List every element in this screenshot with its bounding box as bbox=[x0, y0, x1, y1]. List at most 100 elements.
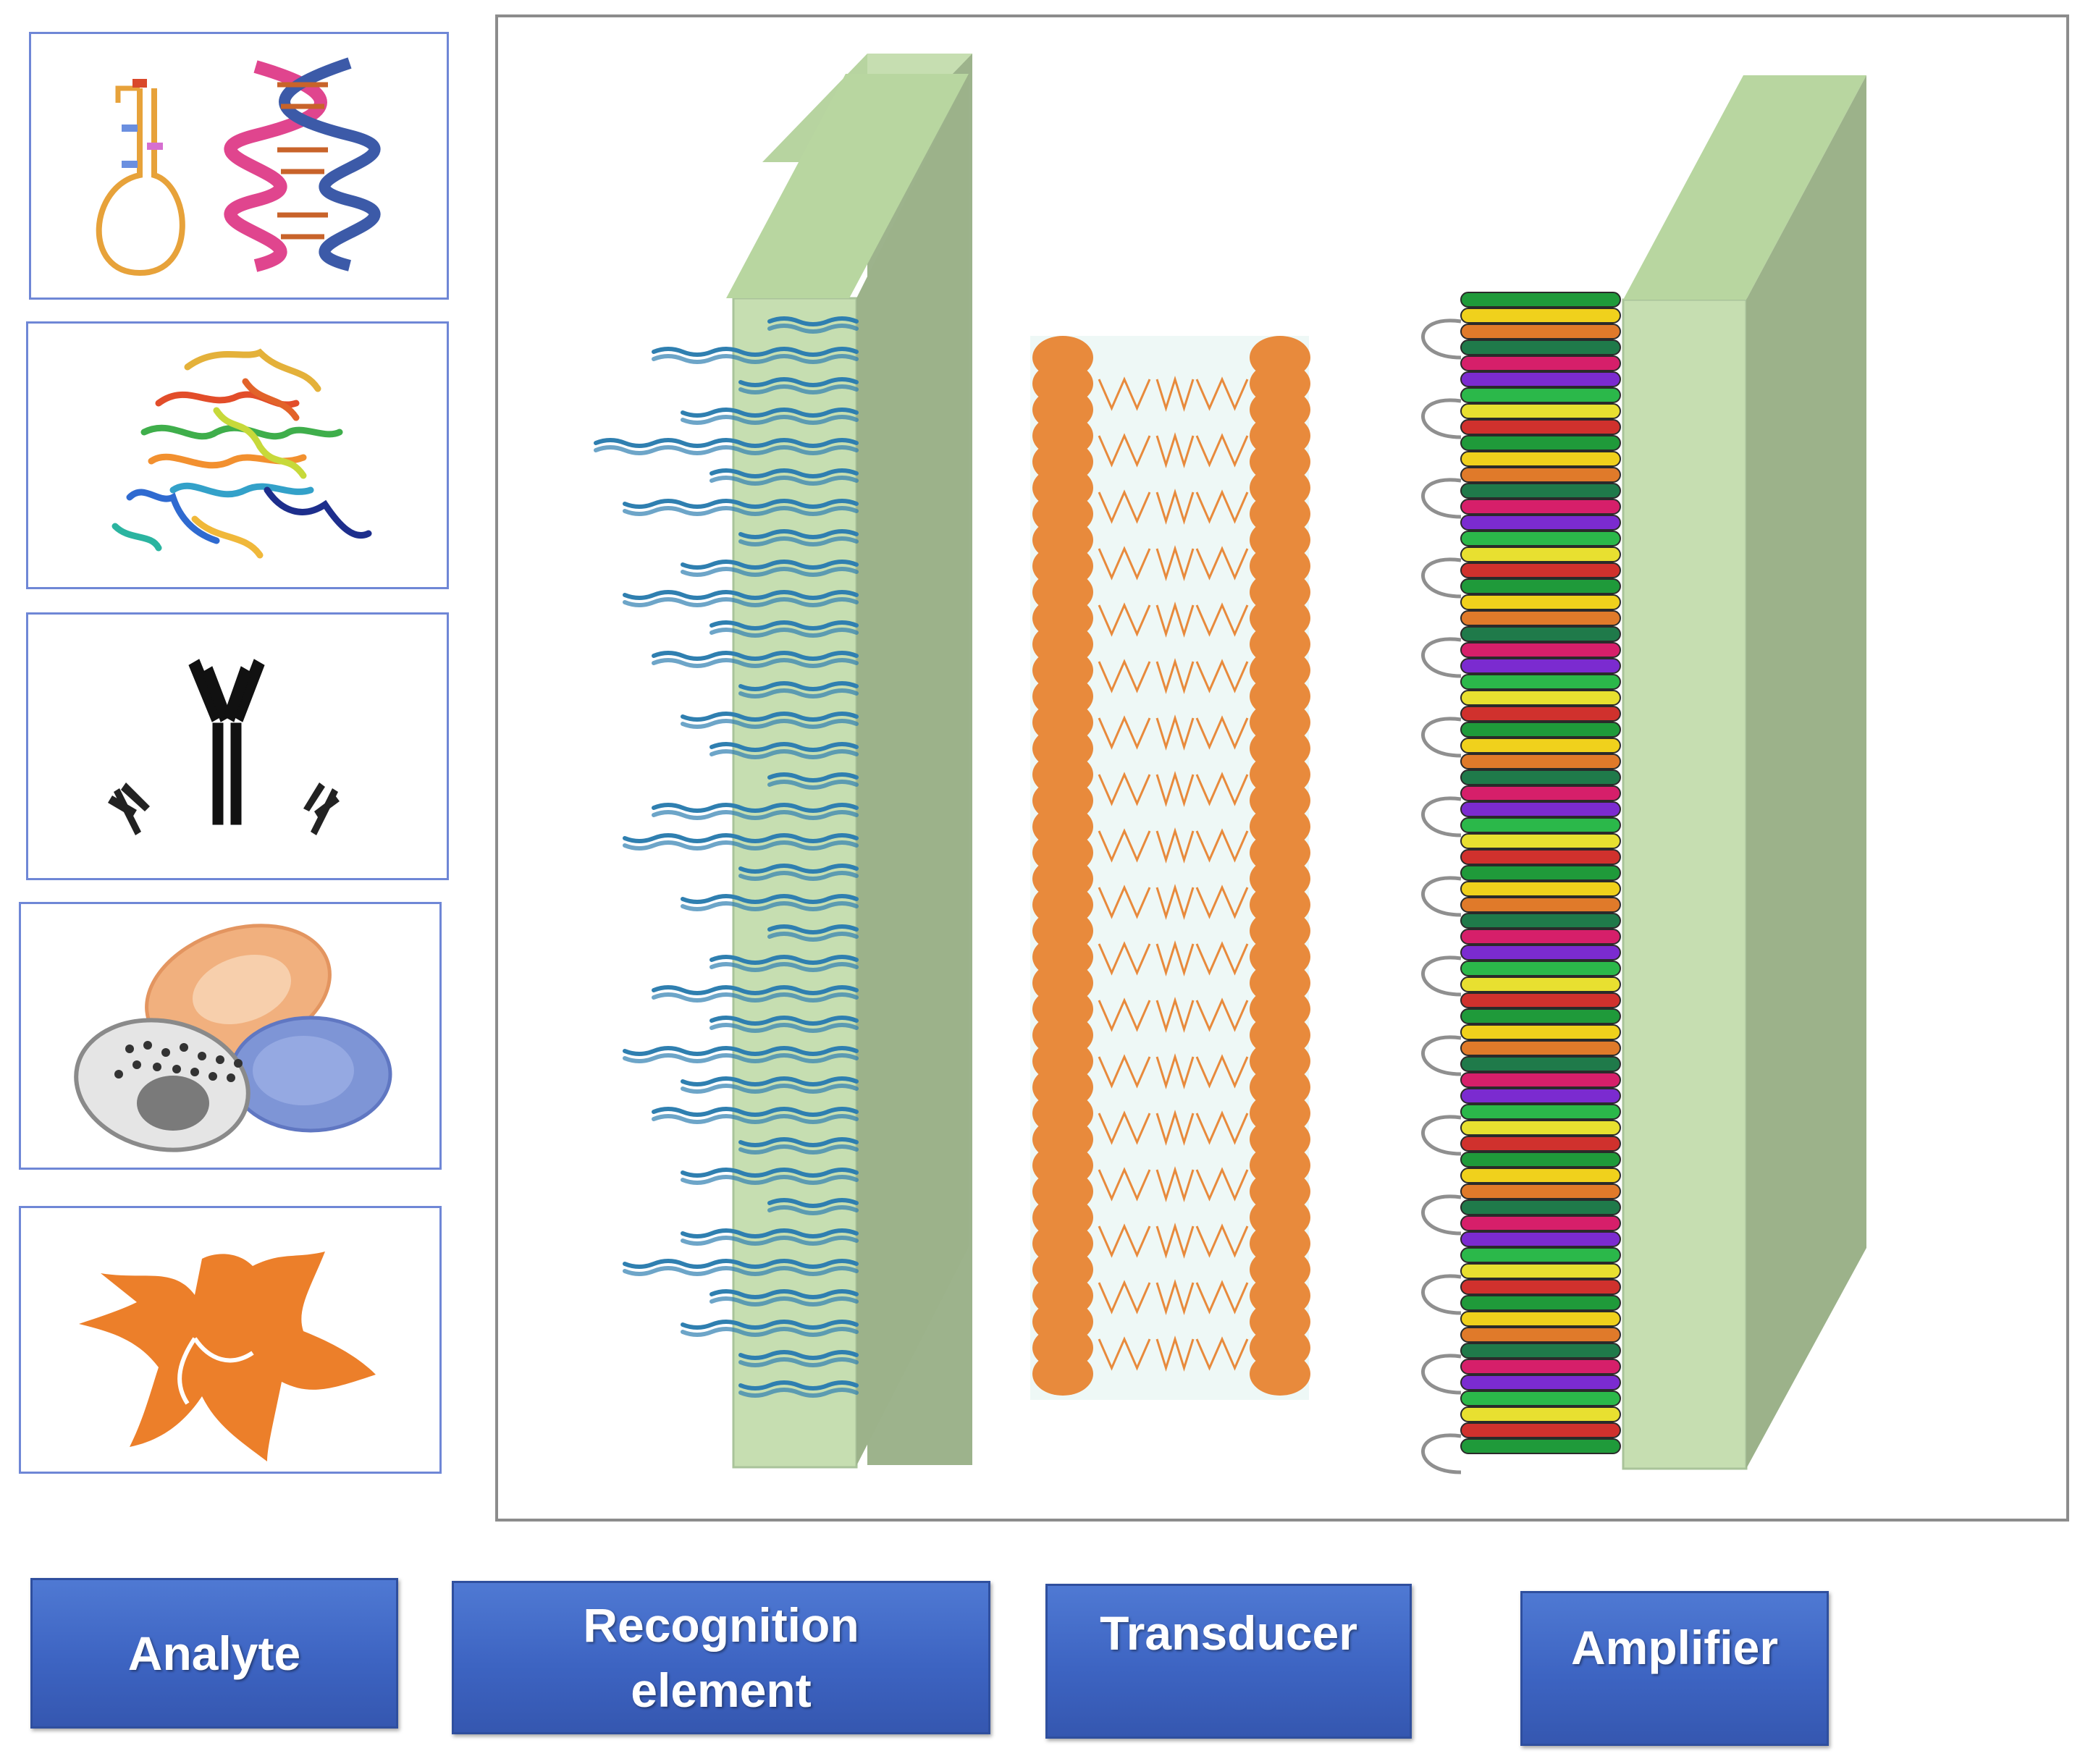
recognition-strand bbox=[681, 894, 859, 904]
lipid-tail bbox=[1098, 1167, 1151, 1202]
linker-loop bbox=[1421, 1274, 1462, 1315]
amplifier-rod bbox=[1460, 658, 1621, 674]
recognition-strand bbox=[767, 772, 859, 782]
recognition-strand bbox=[652, 1114, 859, 1124]
recognition-strand bbox=[710, 1289, 859, 1299]
amplifier-rod bbox=[1460, 1199, 1621, 1215]
lipid-tail bbox=[1195, 546, 1249, 581]
antibody-icon bbox=[108, 659, 340, 835]
recognition-strand bbox=[738, 536, 859, 546]
amplifier-rod bbox=[1460, 913, 1621, 929]
recognition-strand bbox=[738, 1357, 859, 1367]
amplifier-rod bbox=[1460, 546, 1621, 562]
recognition-strand bbox=[767, 1198, 859, 1208]
recognition-strand bbox=[681, 408, 859, 418]
transducer-label: Transducer bbox=[1045, 1584, 1412, 1739]
lipid-tail bbox=[1098, 1336, 1151, 1371]
amplifier-rod bbox=[1460, 531, 1621, 546]
amplifier-rod bbox=[1460, 833, 1621, 849]
amplifier-rod bbox=[1460, 769, 1621, 785]
amplifier-rod bbox=[1460, 499, 1621, 515]
amplifier-panel bbox=[1622, 75, 1866, 1470]
recognition-strand bbox=[681, 1320, 859, 1330]
amplifier-rod bbox=[1460, 1072, 1621, 1088]
recognition-strand bbox=[652, 985, 859, 995]
recognition-strand bbox=[710, 468, 859, 478]
amplifier-rod bbox=[1460, 897, 1621, 913]
amplifier-rod bbox=[1460, 881, 1621, 897]
linker-loop bbox=[1421, 478, 1462, 519]
amplifier-rod bbox=[1460, 1438, 1621, 1454]
lipid-tail bbox=[1195, 489, 1249, 524]
lipid-tail bbox=[1098, 546, 1151, 581]
recognition-strand bbox=[652, 992, 859, 1003]
recognition-strand bbox=[738, 1380, 859, 1390]
amplifier-rod bbox=[1460, 976, 1621, 992]
recognition-strand bbox=[710, 1023, 859, 1033]
lipid-tail bbox=[1195, 941, 1249, 976]
amplifier-rod bbox=[1460, 1327, 1621, 1343]
linker-loop bbox=[1421, 876, 1462, 917]
dna-double-helix-icon bbox=[224, 57, 381, 272]
amplifier-rod bbox=[1460, 1359, 1621, 1375]
recognition-strand bbox=[681, 1327, 859, 1337]
amplifier-rod bbox=[1460, 483, 1621, 499]
recognition-strand bbox=[738, 1388, 859, 1398]
recognition-strand bbox=[767, 924, 859, 934]
lipid-tail bbox=[1098, 997, 1151, 1032]
recognition-strand bbox=[652, 1107, 859, 1117]
amplifier-rod bbox=[1460, 1247, 1621, 1263]
recognition-strand bbox=[738, 384, 859, 394]
recognition-strand bbox=[623, 833, 859, 843]
amplifier-rod bbox=[1460, 1390, 1621, 1406]
amplifier-rod bbox=[1460, 929, 1621, 945]
lipid-tail bbox=[1155, 1278, 1195, 1316]
lipid-tail bbox=[1155, 657, 1195, 695]
amplifier-rod bbox=[1460, 1120, 1621, 1136]
linker-loop bbox=[1421, 398, 1462, 439]
amplifier-rod bbox=[1460, 371, 1621, 387]
amplifier-rod bbox=[1460, 992, 1621, 1008]
amplifier-rod bbox=[1460, 642, 1621, 658]
enzyme-protein-structure-icon bbox=[111, 348, 372, 559]
recognition-strand bbox=[767, 932, 859, 942]
amplifier-rod bbox=[1460, 387, 1621, 403]
recognition-strand bbox=[681, 719, 859, 729]
lipid-tail bbox=[1195, 433, 1249, 468]
amplifier-rod bbox=[1460, 308, 1621, 324]
lipid-tail bbox=[1155, 714, 1195, 751]
amplifier-rod bbox=[1460, 1056, 1621, 1072]
recognition-strand bbox=[767, 316, 859, 326]
recognition-strand bbox=[681, 567, 859, 577]
recognition-strand bbox=[652, 803, 859, 813]
lipid-tail bbox=[1155, 996, 1195, 1034]
recognition-strand bbox=[710, 742, 859, 752]
amplifier-rod bbox=[1460, 722, 1621, 738]
analyte-antibody-box bbox=[26, 612, 449, 880]
amplifier-rod bbox=[1460, 419, 1621, 435]
recognition-strand bbox=[594, 445, 859, 455]
recognition-strand bbox=[623, 1266, 859, 1276]
analyte-label: Analyte bbox=[30, 1578, 398, 1729]
lipid-tail bbox=[1098, 828, 1151, 863]
amplifier-rod bbox=[1460, 961, 1621, 976]
analyte-small-molecule-box bbox=[19, 1206, 442, 1474]
amplifier-rod bbox=[1460, 403, 1621, 419]
lipid-tail bbox=[1098, 1054, 1151, 1089]
lipid-tail bbox=[1195, 602, 1249, 637]
recognition-strand bbox=[652, 354, 859, 364]
recognition-strand bbox=[710, 1016, 859, 1026]
linker-loop bbox=[1421, 1433, 1462, 1474]
amplifier-linkers bbox=[1421, 318, 1462, 1474]
linker-loop bbox=[1421, 637, 1462, 678]
amplifier-rod bbox=[1460, 1279, 1621, 1295]
lipid-tail bbox=[1195, 659, 1249, 693]
lipid-tail bbox=[1195, 376, 1249, 411]
recognition-panel-front bbox=[726, 54, 972, 1469]
amplifier-rod bbox=[1460, 865, 1621, 881]
amplifier-rod bbox=[1460, 435, 1621, 451]
lipid-tail bbox=[1195, 1167, 1249, 1202]
amplifier-rod bbox=[1460, 1406, 1621, 1422]
lipid-tail bbox=[1098, 1280, 1151, 1314]
amplifier-rod bbox=[1460, 324, 1621, 339]
